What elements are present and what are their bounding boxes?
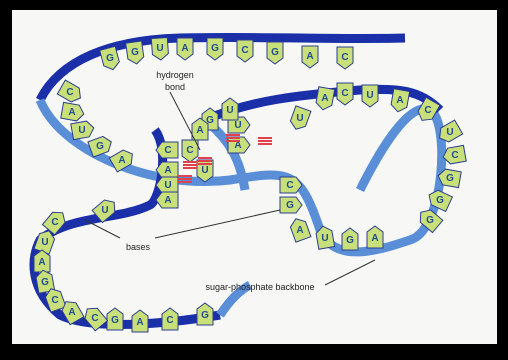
base-right-loop-2: C — [337, 83, 353, 105]
bases-label: bases — [126, 242, 151, 252]
svg-text:U: U — [226, 105, 233, 116]
svg-text:A: A — [321, 93, 328, 104]
svg-text:A: A — [68, 107, 75, 118]
svg-text:G: G — [271, 47, 279, 58]
svg-text:C: C — [51, 217, 58, 228]
svg-text:U: U — [446, 127, 453, 138]
svg-text:C: C — [451, 150, 458, 161]
svg-text:G: G — [436, 195, 444, 206]
base-left-1: A — [61, 102, 85, 122]
svg-text:C: C — [424, 105, 431, 116]
base-bottom-0: G — [107, 308, 123, 330]
svg-text:U: U — [296, 113, 303, 124]
svg-text:A: A — [396, 95, 403, 106]
base-top-1: G — [126, 41, 145, 65]
svg-text:C: C — [166, 315, 173, 326]
svg-text:C: C — [186, 145, 193, 156]
svg-text:A: A — [136, 317, 143, 328]
hydrogen-bond-label-line2: bond — [165, 82, 185, 92]
svg-text:A: A — [38, 257, 45, 268]
svg-text:G: G — [201, 310, 209, 321]
svg-text:G: G — [106, 53, 114, 64]
svg-text:C: C — [51, 295, 58, 306]
svg-text:G: G — [346, 235, 354, 246]
base-bottom-3: G — [197, 303, 213, 325]
base-top-5: C — [237, 40, 253, 62]
base-right-loop-3: U — [362, 85, 378, 107]
svg-text:U: U — [164, 180, 171, 191]
svg-text:A: A — [296, 225, 303, 236]
svg-text:A: A — [164, 195, 171, 206]
svg-text:U: U — [321, 233, 328, 244]
svg-text:G: G — [41, 277, 49, 288]
svg-text:A: A — [118, 155, 125, 166]
base-top-6: G — [267, 42, 283, 64]
svg-text:C: C — [164, 145, 171, 156]
bases-pointer-2 — [155, 210, 280, 238]
base-right-loop-4: A — [390, 89, 410, 113]
base-top-2: U — [151, 37, 168, 60]
base-lower-right-3: A — [367, 226, 383, 248]
base-lower-right-2: G — [342, 228, 358, 250]
svg-text:C: C — [286, 180, 293, 191]
svg-text:U: U — [41, 237, 48, 248]
svg-text:U: U — [156, 43, 163, 54]
base-top-8: C — [337, 47, 353, 69]
base-top-7: A — [302, 46, 318, 68]
svg-text:G: G — [286, 200, 294, 211]
svg-text:G: G — [446, 173, 454, 184]
hydrogen-bond-label-line1: hydrogen — [156, 70, 194, 80]
base-right-loop-1: A — [315, 87, 335, 111]
base-lower-right-0: A — [288, 216, 311, 242]
svg-text:U: U — [101, 205, 108, 216]
svg-text:U: U — [366, 90, 373, 101]
svg-text:C: C — [91, 313, 98, 324]
base-left-2: U — [71, 120, 95, 140]
base-stem-center-0: C — [182, 140, 198, 162]
backbone-pointer — [325, 260, 375, 285]
svg-text:A: A — [164, 165, 171, 176]
base-right-loop-0: U — [288, 106, 311, 132]
base-stem-right-1: A — [228, 137, 250, 153]
base-stem-right-2: G — [280, 197, 302, 213]
svg-text:A: A — [306, 51, 313, 62]
svg-text:A: A — [371, 233, 378, 244]
base-left-0: C — [57, 80, 84, 105]
base-stem-center-3: U — [222, 98, 238, 120]
svg-text:C: C — [241, 45, 248, 56]
svg-text:G: G — [211, 43, 219, 54]
svg-text:C: C — [341, 52, 348, 63]
svg-text:A: A — [68, 307, 75, 318]
svg-text:G: G — [111, 315, 119, 326]
svg-text:A: A — [196, 125, 203, 136]
svg-text:G: G — [426, 215, 434, 226]
svg-text:U: U — [78, 125, 85, 136]
base-bottom-1: A — [132, 310, 148, 332]
svg-text:A: A — [181, 43, 188, 54]
base-top-3: A — [177, 38, 193, 60]
svg-text:U: U — [201, 165, 208, 176]
svg-text:C: C — [66, 87, 73, 98]
svg-text:C: C — [341, 88, 348, 99]
svg-text:G: G — [96, 141, 104, 152]
base-top-4: G — [207, 38, 223, 60]
backbone-label: sugar-phosphate backbone — [205, 282, 314, 292]
svg-text:U: U — [234, 120, 241, 131]
base-bottom-2: C — [162, 308, 178, 330]
svg-text:G: G — [131, 47, 139, 58]
base-left-3: G — [88, 134, 114, 157]
